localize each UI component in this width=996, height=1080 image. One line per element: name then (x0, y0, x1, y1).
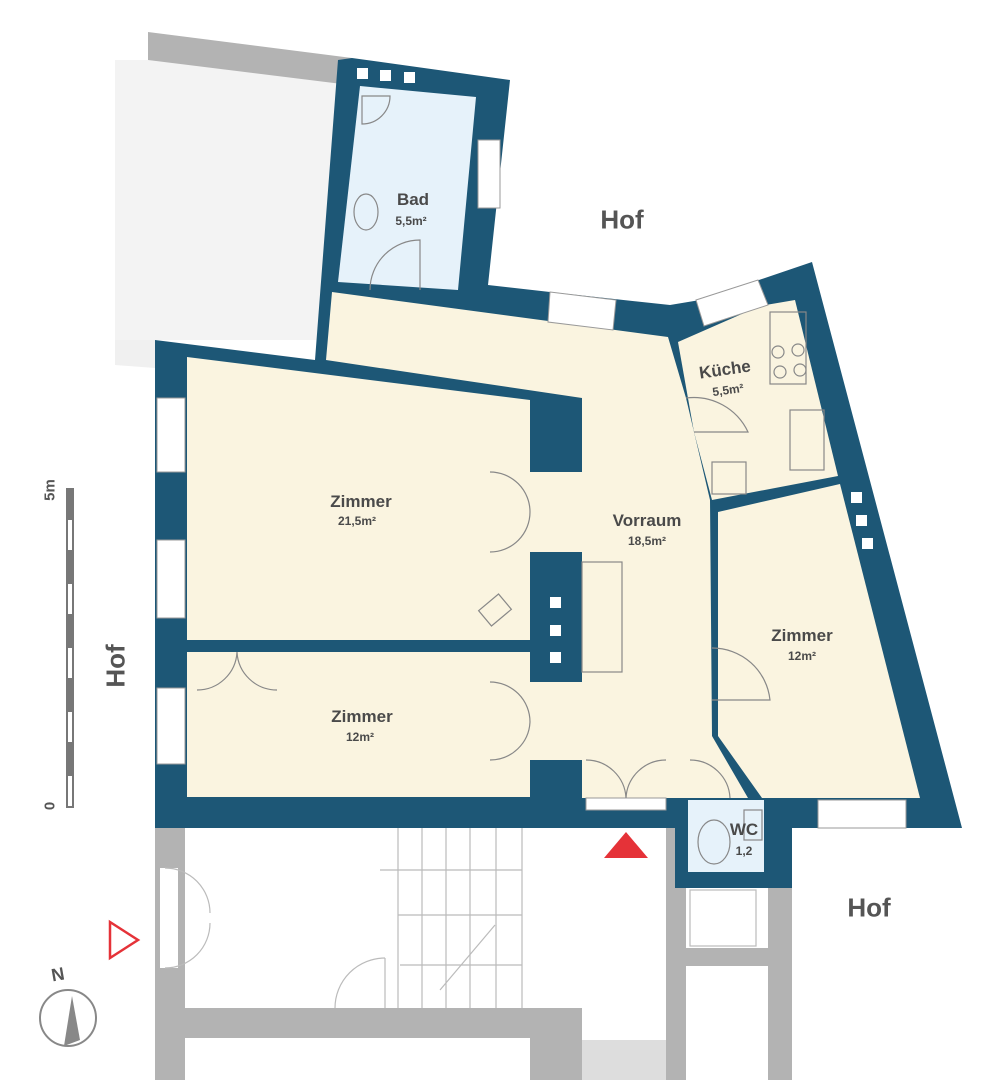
stairs (164, 828, 757, 1009)
room-name: WC (729, 820, 759, 839)
ventilation-squares (357, 68, 873, 663)
hof-label: Hof (100, 644, 131, 688)
entrance-marker-icon (604, 832, 648, 858)
bad-floor (338, 86, 476, 290)
room-area: 18,5m² (627, 534, 667, 548)
room-name: Bad (396, 190, 430, 209)
wc-floor (688, 800, 764, 872)
zimmer-21-floor (187, 357, 530, 640)
zimmer-12-left-floor (187, 652, 530, 797)
windows (156, 139, 907, 829)
scale-label-top: 5m (41, 479, 59, 501)
scale-label-bottom: 0 (41, 801, 59, 811)
entrance-marker-icon (108, 919, 141, 961)
vorraum-floor (326, 292, 748, 798)
room-area: 12m² (787, 649, 817, 663)
room-area: 12m² (345, 730, 375, 744)
zimmer-12-right-floor (718, 484, 920, 798)
compass-icon (39, 989, 97, 1047)
entry-opening (585, 797, 667, 811)
neighbor-wall (148, 32, 352, 85)
room-area: 21,5m² (337, 514, 377, 528)
room-name: Zimmer (331, 707, 393, 726)
neighbor-building (115, 60, 340, 340)
room-name: Vorraum (612, 511, 682, 530)
room-area: 5,5m² (395, 214, 427, 228)
room-area: 1,2 (735, 844, 753, 858)
door-swings (196, 95, 825, 865)
scale-bar (66, 488, 74, 808)
hof-label: Hof (847, 892, 891, 923)
hof-label: Hof (600, 204, 644, 235)
room-name: Zimmer (771, 626, 833, 645)
room-name: Zimmer (330, 492, 392, 511)
kueche-floor (678, 300, 838, 500)
